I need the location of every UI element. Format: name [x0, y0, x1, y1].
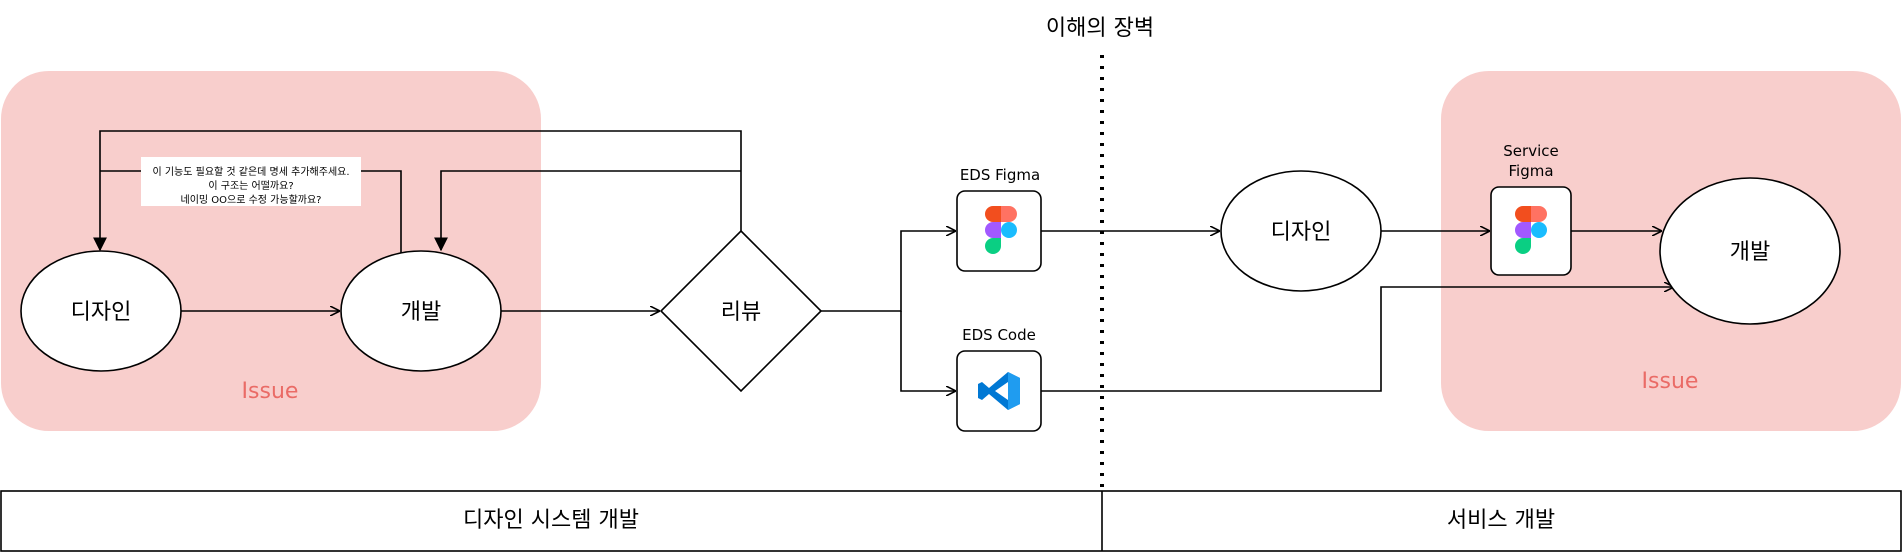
- service-figma-label-line-1: Service: [1503, 142, 1558, 160]
- dev-node-right: [1659, 177, 1841, 325]
- review-to-code-arrow: [900, 311, 955, 391]
- dev-node-left-label: 개발: [401, 300, 441, 325]
- feedback-note: [141, 157, 361, 206]
- feedback-note-line-1: 이 기능도 필요할 것 같은데 명세 추가해주세요.: [152, 165, 349, 178]
- footer-right-label: 서비스 개발: [1447, 508, 1555, 533]
- figma-icon: [1515, 206, 1547, 254]
- issue-zone-left: [1, 71, 541, 431]
- design-node-left-label: 디자인: [71, 300, 132, 325]
- vscode-icon: [978, 372, 1020, 410]
- issue-label-left: Issue: [242, 379, 299, 404]
- footer-bar: [0, 490, 1902, 552]
- feedback-note-line-3: 네이밍 OO으로 수정 가능할까요?: [181, 194, 322, 206]
- eds-figma-label: EDS Figma: [960, 166, 1040, 184]
- feedback-loop-to-design: [93, 130, 742, 252]
- eds-code-label: EDS Code: [962, 326, 1036, 344]
- feedback-loop-to-dev: [434, 170, 741, 252]
- code-to-dev-arrow: [1041, 287, 1673, 392]
- barrier-title: 이해의 장벽: [1046, 16, 1154, 41]
- footer-left-label: 디자인 시스템 개발: [463, 508, 639, 533]
- review-node-label: 리뷰: [721, 300, 761, 325]
- review-node: [659, 229, 823, 393]
- eds-code-box: [956, 350, 1042, 432]
- figma-icon: [985, 206, 1017, 254]
- feedback-note-line-2: 이 구조는 어떨까요?: [208, 180, 293, 192]
- issue-label-right: Issue: [1642, 369, 1699, 394]
- dev-node-right-label: 개발: [1730, 240, 1770, 265]
- review-to-figma-arrow: [821, 231, 955, 312]
- service-figma-label-line-2: Figma: [1508, 162, 1553, 180]
- design-node-right-label: 디자인: [1271, 220, 1332, 245]
